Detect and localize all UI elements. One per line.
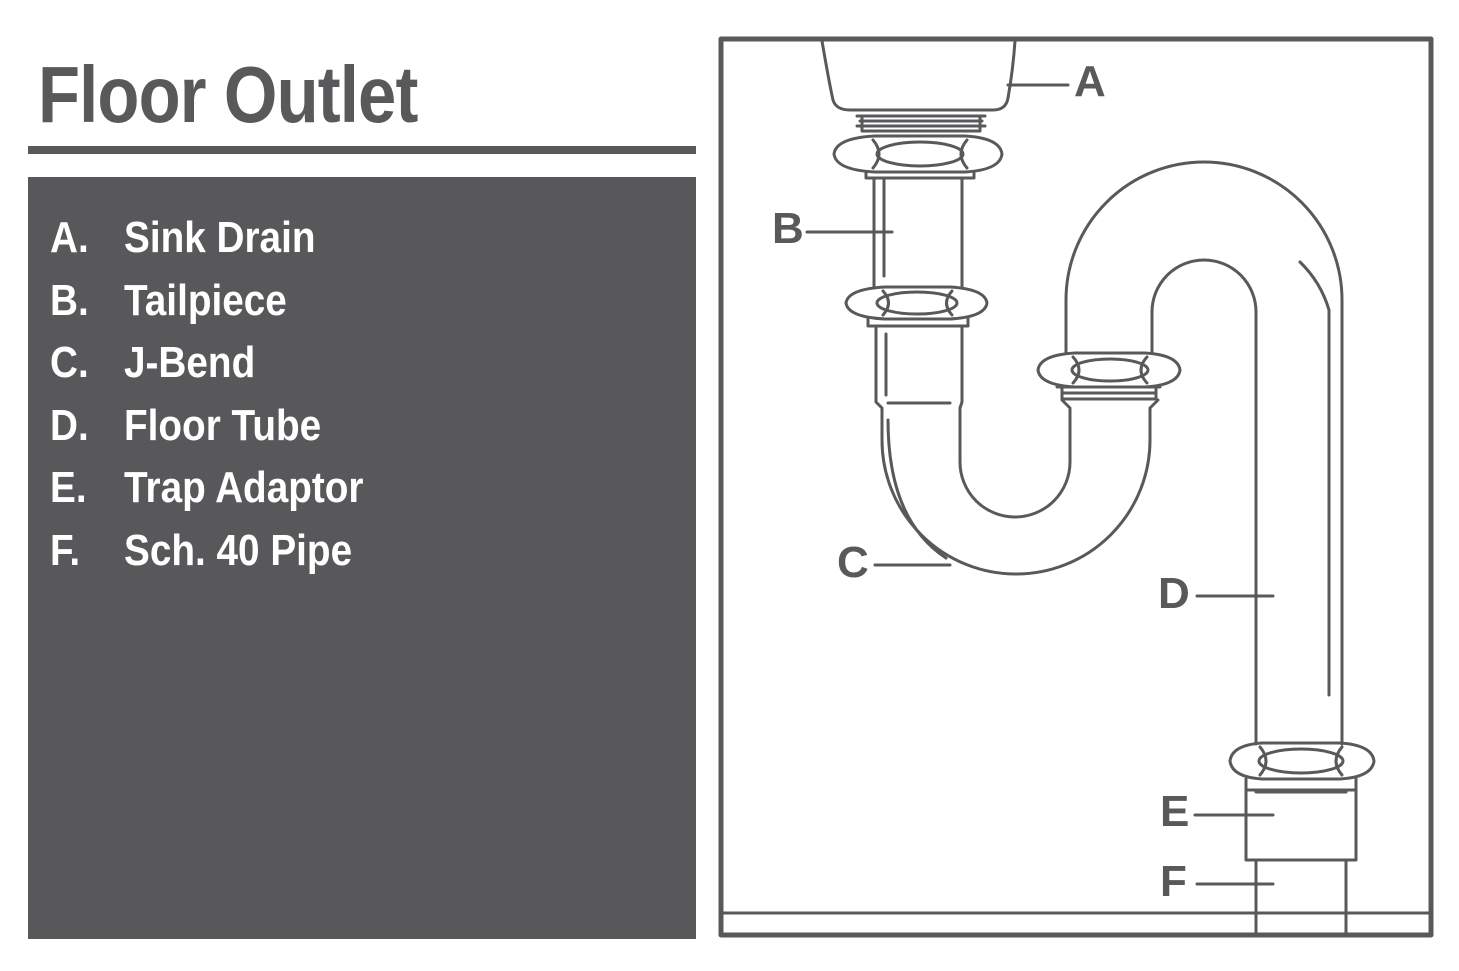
- legend-letter: E.: [50, 463, 87, 513]
- callout-d: D: [1158, 569, 1190, 618]
- legend-name: Tailpiece: [124, 275, 287, 325]
- callout-a: A: [1074, 57, 1106, 106]
- page-title: Floor Outlet: [38, 50, 418, 139]
- legend-name: J-Bend: [124, 338, 256, 388]
- legend-name: Floor Tube: [124, 400, 322, 450]
- callout-b: B: [772, 204, 804, 253]
- callout-e: E: [1160, 787, 1189, 836]
- sink-drain-part: [820, 39, 1017, 133]
- legend-letter: B.: [50, 275, 89, 325]
- legend-letter: F.: [50, 525, 81, 575]
- legend-list: A. Sink Drain B. Tailpiece C. J-Bend D. …: [50, 207, 396, 582]
- legend-letter: A.: [50, 213, 89, 263]
- sch40-pipe-part: [1254, 858, 1348, 935]
- legend-panel: A. Sink Drain B. Tailpiece C. J-Bend D. …: [28, 177, 696, 939]
- legend-name: Trap Adaptor: [124, 463, 364, 513]
- legend-item-j-bend: C. J-Bend: [50, 332, 396, 395]
- slip-nut-j-bend: [1036, 351, 1182, 401]
- legend-item-trap-adaptor: E. Trap Adaptor: [50, 457, 396, 520]
- legend-name: Sink Drain: [124, 213, 316, 263]
- trap-adaptor-part: [1244, 788, 1358, 862]
- callout-c: C: [837, 538, 869, 587]
- slip-nut-middle: [844, 285, 989, 328]
- legend-item-sch-40-pipe: F. Sch. 40 Pipe: [50, 520, 396, 583]
- leader-lines: [805, 83, 1275, 886]
- slip-nut-top: [832, 134, 1004, 174]
- slip-nut-bottom: [1228, 741, 1376, 792]
- diagram-frame: [718, 36, 1434, 938]
- j-bend-part: [874, 324, 1160, 576]
- title-underline: [28, 146, 696, 154]
- legend-item-tailpiece: B. Tailpiece: [50, 270, 396, 333]
- callout-f: F: [1160, 857, 1187, 906]
- tailpiece-part: [864, 170, 976, 289]
- legend-letter: C.: [50, 338, 89, 388]
- legend-item-floor-tube: D. Floor Tube: [50, 395, 396, 458]
- legend-name: Sch. 40 Pipe: [124, 525, 353, 575]
- legend-item-sink-drain: A. Sink Drain: [50, 207, 396, 270]
- floor-tube-part: [1064, 160, 1344, 746]
- legend-letter: D.: [50, 400, 89, 450]
